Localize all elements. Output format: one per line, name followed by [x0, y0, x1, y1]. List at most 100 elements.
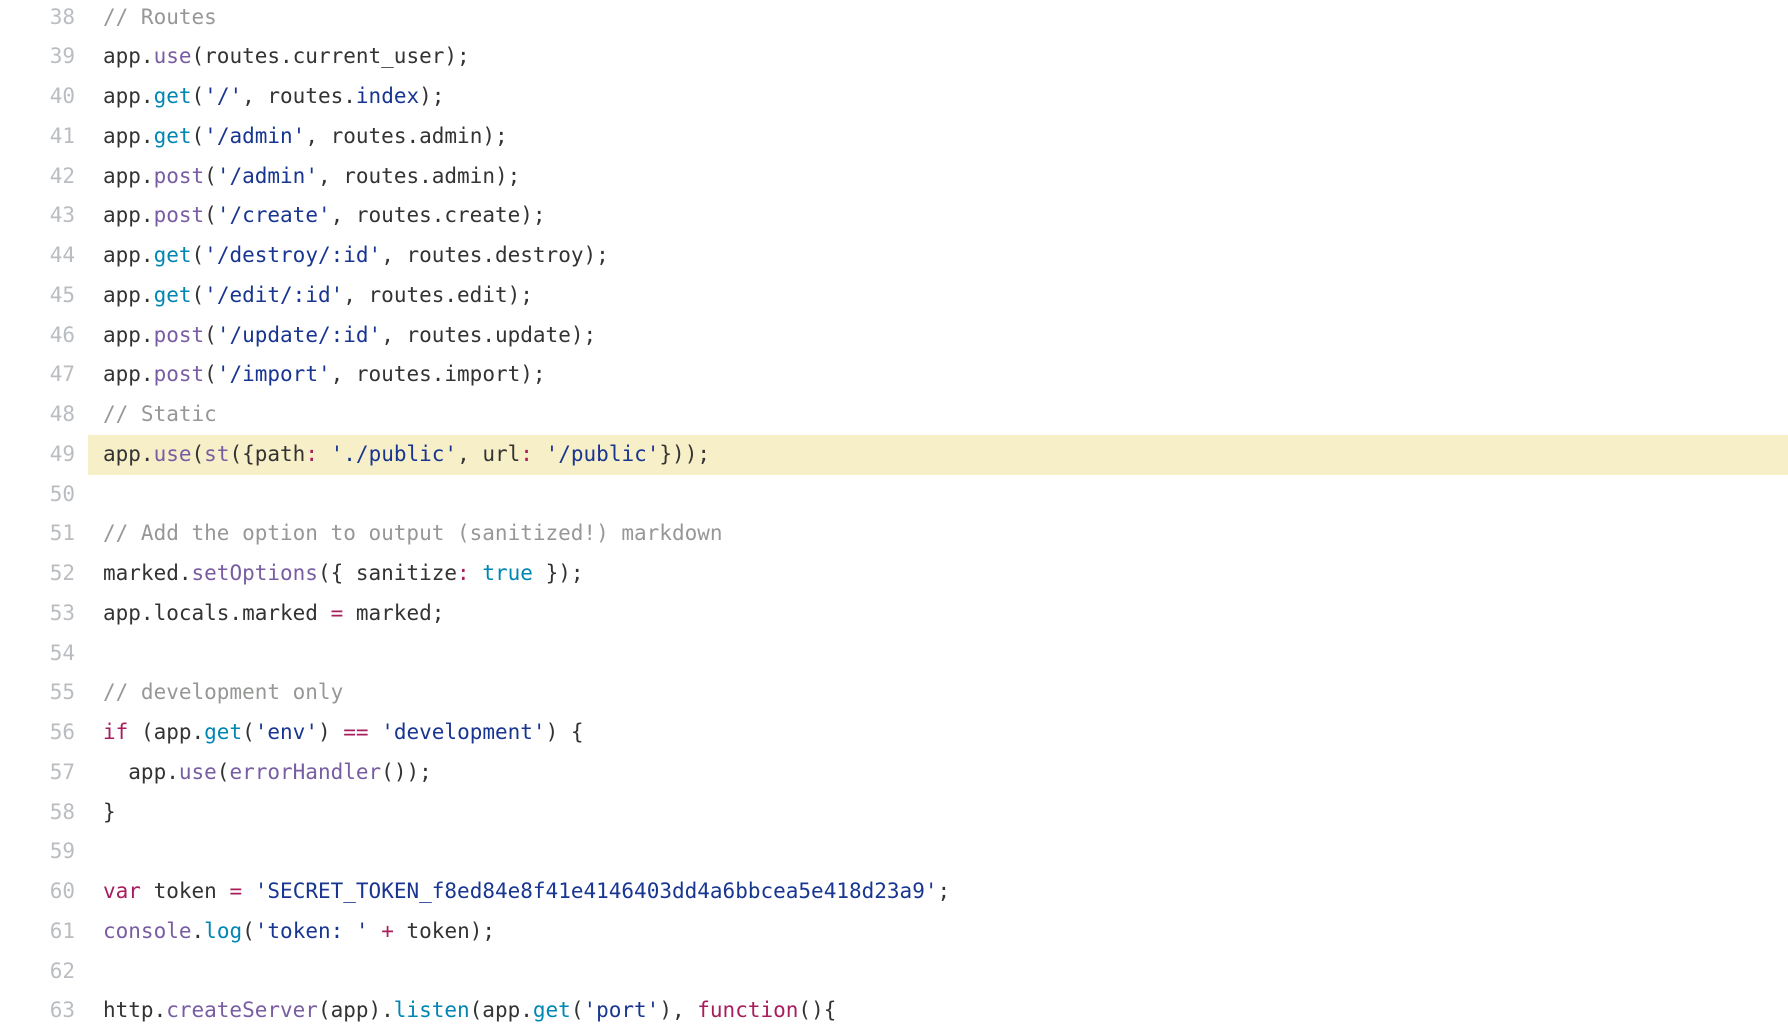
token-builtin: get — [153, 84, 192, 108]
code-text — [88, 475, 1788, 515]
code-text: http.createServer(app).listen(app.get('p… — [88, 991, 1788, 1031]
token-func: use — [153, 44, 192, 69]
token-plain: ( — [191, 282, 205, 307]
line-number[interactable]: 47 — [49, 362, 75, 387]
token-keyword: : — [520, 441, 533, 466]
token-plain: (app. — [128, 720, 205, 744]
code-line: 41 app.get('/admin', routes.admin); — [0, 117, 1788, 157]
token-string: 'env' — [254, 720, 318, 744]
line-number[interactable]: 57 — [49, 759, 75, 784]
token-func: errorHandler — [229, 759, 382, 784]
code-line: 58} — [0, 793, 1788, 833]
line-number[interactable]: 63 — [49, 998, 75, 1023]
token-plain: app. — [103, 243, 154, 267]
line-number[interactable]: 55 — [49, 680, 75, 705]
token-plain: , url — [457, 441, 521, 466]
token-plain: ( — [204, 163, 217, 188]
token-plain: ()); — [381, 759, 432, 784]
token-plain: ( — [570, 998, 584, 1023]
code-text: app.get('/destroy/:id', routes.destroy); — [88, 236, 1788, 276]
token-func: console — [103, 918, 192, 943]
line-number[interactable]: 56 — [49, 720, 75, 744]
line-number[interactable]: 38 — [49, 4, 75, 29]
token-builtin: get — [204, 720, 243, 744]
line-number[interactable]: 43 — [49, 203, 75, 228]
token-plain: ( — [216, 759, 230, 784]
token-plain: , routes.destroy); — [381, 243, 609, 267]
line-number[interactable]: 39 — [49, 44, 75, 69]
line-number[interactable]: 45 — [49, 282, 75, 307]
code-text: // Static — [88, 395, 1788, 435]
code-line: 47 app.post('/import', routes.import); — [0, 355, 1788, 395]
token-string: 'port' — [583, 998, 660, 1023]
code-line: 38 // Routes — [0, 0, 1788, 37]
token-plain: (app. — [469, 998, 533, 1023]
line-number[interactable]: 51 — [49, 521, 75, 546]
code-line: 62 — [0, 952, 1788, 992]
line-number[interactable]: 62 — [49, 958, 75, 983]
line-number[interactable]: 60 — [49, 879, 75, 903]
code-text — [88, 952, 1788, 992]
token-func: post — [153, 322, 205, 347]
token-func: st — [204, 441, 230, 466]
token-builtin: listen — [393, 998, 470, 1023]
code-line: 42 app.post('/admin', routes.admin); — [0, 157, 1788, 197]
line-number[interactable]: 52 — [49, 561, 75, 585]
token-plain: ; — [937, 879, 951, 903]
code-text: app.get('/admin', routes.admin); — [88, 117, 1788, 157]
token-plain: app. — [103, 123, 154, 148]
token-plain: ( — [191, 123, 205, 148]
code-text: // Routes — [88, 0, 1788, 37]
token-plain: ( — [242, 918, 255, 943]
code-text: console.log('token: ' + token); — [88, 912, 1788, 952]
token-func: use — [178, 759, 217, 784]
token-builtin: get — [153, 282, 192, 307]
token-string: 'token: ' — [254, 918, 369, 943]
code-text: app.post('/admin', routes.admin); — [88, 157, 1788, 197]
line-number[interactable]: 40 — [49, 84, 75, 108]
code-text: // development only — [88, 673, 1788, 713]
token-func: createServer — [166, 998, 318, 1023]
line-number[interactable]: 50 — [49, 481, 75, 506]
token-plain: (app). — [317, 998, 394, 1023]
code-text: app.locals.marked = marked; — [88, 594, 1788, 634]
token-string: '/destroy/:id' — [204, 243, 382, 267]
line-number[interactable]: 54 — [49, 640, 75, 665]
token-plain — [242, 879, 255, 903]
token-plain: app. — [103, 441, 154, 466]
line-number[interactable]: 41 — [49, 123, 75, 148]
token-plain: , routes.admin); — [317, 163, 521, 188]
token-plain: ) — [317, 720, 344, 744]
token-plain: , routes.admin); — [305, 123, 508, 148]
line-number[interactable]: 44 — [49, 243, 75, 267]
token-plain: } — [103, 799, 116, 824]
line-number[interactable]: 46 — [49, 322, 75, 347]
token-func: post — [153, 362, 205, 387]
line-number[interactable]: 48 — [49, 402, 75, 426]
token-plain — [369, 720, 382, 744]
line-number[interactable]: 61 — [49, 918, 75, 943]
code-text: app.use(errorHandler()); — [88, 753, 1788, 793]
token-keyword: function — [697, 998, 799, 1023]
token-plain: app. — [103, 759, 179, 784]
token-plain: })); — [659, 441, 710, 466]
token-plain: http. — [103, 998, 167, 1023]
token-plain: (routes.current_user); — [191, 44, 470, 69]
code-text: app.post('/import', routes.import); — [88, 355, 1788, 395]
code-text: } — [88, 793, 1788, 833]
line-number[interactable]: 59 — [49, 839, 75, 864]
token-plain: , routes.import); — [330, 362, 546, 387]
line-number[interactable]: 49 — [49, 441, 75, 466]
token-func: post — [153, 163, 205, 188]
token-plain: ( — [191, 84, 205, 108]
code-line: 44 app.get('/destroy/:id', routes.destroy… — [0, 236, 1788, 276]
line-number[interactable]: 42 — [49, 163, 75, 188]
line-number[interactable]: 53 — [49, 600, 75, 625]
token-plain: ( — [204, 362, 217, 387]
line-number[interactable]: 58 — [49, 799, 75, 824]
token-string: './public' — [330, 441, 458, 466]
token-comment: // Routes — [103, 4, 217, 29]
